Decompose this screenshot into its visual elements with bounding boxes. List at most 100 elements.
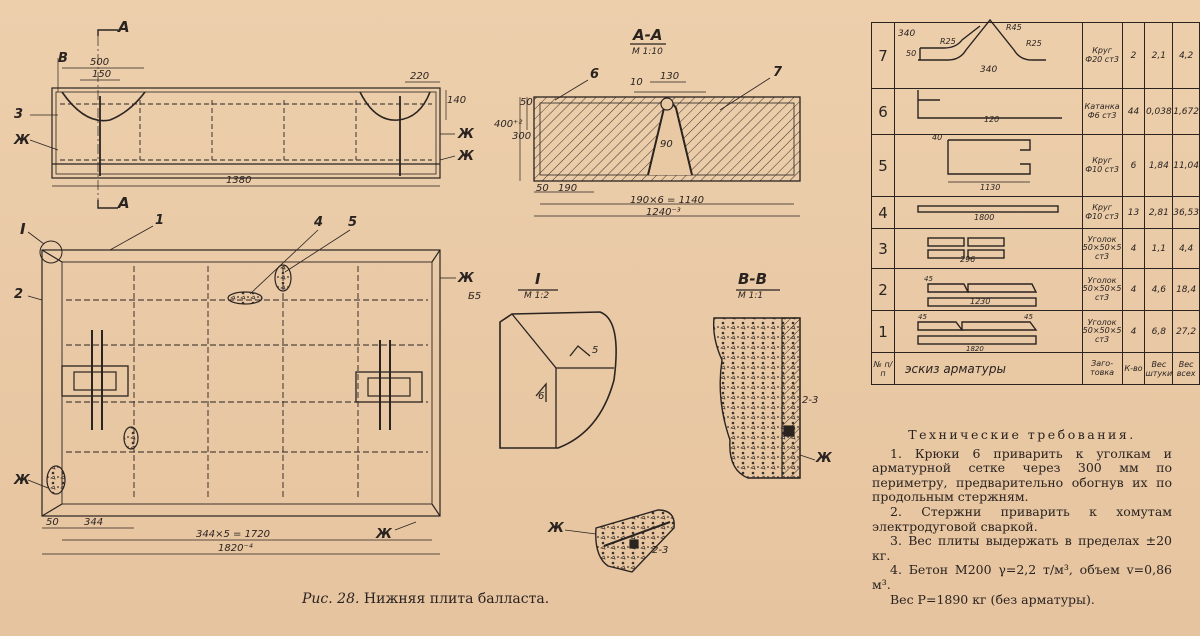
row-material: Катанка Ф6 ст3 [1081, 88, 1123, 135]
dim-344: 344 [84, 517, 104, 528]
detail-zh [564, 509, 675, 573]
dim-344x5: 344×5 = 1720 [196, 529, 271, 540]
row-qty: 44 [1121, 88, 1146, 135]
row-unit-wt: 2,1 [1144, 22, 1174, 89]
table-row: 4 Круг Ф10 ст3 13 2,81 36,53 [871, 196, 1200, 229]
dim-130: 130 [660, 71, 680, 82]
dim-190x6: 190×6 = 1140 [630, 195, 705, 206]
tech-item: 1. Крюки 6 приварить к уголкам и арматур… [872, 445, 1172, 505]
row-qty: 4 [1121, 268, 1146, 311]
row-unit-wt: 2,81 [1144, 196, 1174, 229]
tech-requirements: Технические требования. 1. Крюки 6 прива… [872, 427, 1172, 607]
dim-1380: 1380 [226, 175, 252, 186]
part-label-2: 2 [14, 287, 24, 302]
row-qty: 4 [1121, 228, 1146, 269]
row-no: 1 [871, 310, 895, 353]
dim-10: 10 [630, 77, 643, 88]
section-aa [519, 43, 801, 217]
sketch-5-dim-1130: 1130 [980, 183, 1001, 192]
table-header-row: № п/п эскиз арматуры Заго- товка К-во Ве… [871, 352, 1200, 385]
dim-90: 90 [660, 139, 673, 150]
table-row: 6 Катанка Ф6 ст3 44 0,038 1,672 [871, 88, 1200, 135]
row-no: 4 [871, 196, 895, 229]
section-bb [712, 289, 816, 479]
sketch-3-dim-296: 296 [960, 255, 976, 264]
row-sketch [893, 196, 1083, 229]
header-total-wt: Вес всех [1172, 352, 1200, 385]
row-sketch [893, 228, 1083, 269]
detail-i-weld-5: 5 [592, 345, 599, 356]
header-qty: К-во [1121, 352, 1146, 385]
tech-item: 4. Бетон М200 γ=2,2 т/м³, объем v=0,86 м… [872, 562, 1172, 592]
header-unit-wt: Вес штуки [1144, 352, 1174, 385]
dim-400: 400⁺² [494, 119, 523, 130]
row-material: Уголок 50×50×5 ст3 [1081, 268, 1123, 311]
sketch-7-dim-r45: R45 [1006, 23, 1022, 32]
part-label-zh-e: Ж [14, 473, 30, 488]
part-label-zh-d: Ж [458, 271, 474, 286]
dim-50-aa-b: 50 [536, 183, 549, 194]
table-row: 7 Круг Ф20 ст3 2 2,1 4,2 [871, 22, 1200, 89]
sketch-7-dim-r25b: R25 [1026, 39, 1042, 48]
part-label-1: 1 [155, 213, 165, 228]
dim-50-aa: 50 [520, 97, 533, 108]
detail-marker-i: I [20, 220, 26, 238]
tech-item: 3. Вес плиты выдержать в пределах ±20 кг… [872, 533, 1172, 563]
sketch-7-dim-50: 50 [906, 49, 917, 58]
part-label-zh-a: Ж [14, 133, 30, 148]
part-label-zh-c: Ж [458, 149, 474, 164]
part-label-zh-f: Ж [376, 527, 392, 542]
row-sketch [893, 22, 1083, 89]
row-qty: 6 [1121, 134, 1146, 197]
dim-1820: 1820⁻⁴ [218, 543, 253, 554]
caption-title: Нижняя плита балласта. [363, 591, 550, 607]
sketch-1-dim-1820: 1820 [966, 345, 984, 353]
row-total-wt: 36,53 [1172, 196, 1200, 229]
row-total-wt: 4,4 [1172, 228, 1200, 269]
detail-i-weld-6: 6 [538, 391, 545, 402]
row-material: Круг Ф10 ст3 [1081, 134, 1123, 197]
section-marker-a-top: А [118, 18, 130, 36]
row-unit-wt: 1,1 [1144, 228, 1174, 269]
part-label-3: 3 [14, 107, 24, 122]
row-material: Круг Ф20 ст3 [1081, 22, 1123, 89]
sketch-2-dim-1230: 1230 [970, 297, 991, 306]
row-material: Уголок 50×50×5 ст3 [1081, 310, 1123, 353]
section-bb-weld: 2-3 [802, 395, 819, 406]
section-bb-label-zh: Ж [816, 451, 832, 466]
row-total-wt: 1,672 [1172, 88, 1200, 135]
side-view [29, 29, 456, 209]
sketch-4-dim-1800: 1800 [974, 213, 995, 222]
header-sketch: эскиз арматуры [893, 352, 1083, 385]
row-sketch [893, 88, 1083, 135]
dim-300: 300 [512, 131, 532, 142]
figure-caption: Рис. 28. Нижняя плита балласта. [302, 591, 549, 607]
section-marker-a-bottom: А [118, 194, 130, 212]
tech-item: 2. Стержни приварить к хомутам электроду… [872, 503, 1172, 534]
dim-150: 150 [92, 69, 112, 80]
row-total-wt: 18,4 [1172, 268, 1200, 311]
table-row: 1 Уголок 50×50×5 ст3 4 6,8 27,2 [871, 310, 1200, 353]
part-label-4: 4 [314, 215, 324, 230]
table-row: 2 Уголок 50×50×5 ст3 4 4,6 18,4 [871, 268, 1200, 311]
section-bb-title: В-В [738, 270, 768, 288]
row-material: Круг Ф10 ст3 [1081, 196, 1123, 229]
caption-figure-label: Рис. 28. [302, 591, 360, 607]
table-row: 3 Уголок 50×50×5 ст3 4 1,1 4,4 [871, 228, 1200, 269]
row-qty: 2 [1121, 22, 1146, 89]
part-label-5: 5 [348, 215, 358, 230]
plan-view [27, 225, 456, 555]
part-label-zh-b: Ж [458, 127, 474, 142]
sketch-2-dim-45: 45 [924, 275, 933, 283]
table-row: 5 Круг Ф10 ст3 6 1,84 11,04 [871, 134, 1200, 197]
row-qty: 13 [1121, 196, 1146, 229]
detail-zh-label: Ж [548, 521, 564, 536]
dim-500: 500 [90, 57, 110, 68]
sketch-5-dim-40: 40 [932, 133, 943, 142]
detail-i-scale: М 1:2 [524, 291, 550, 301]
dim-140: 140 [447, 95, 467, 106]
row-material: Уголок 50×50×5 ст3 [1081, 228, 1123, 269]
row-unit-wt: 0,038 [1144, 88, 1174, 135]
section-bb-scale: М 1:1 [738, 291, 764, 301]
